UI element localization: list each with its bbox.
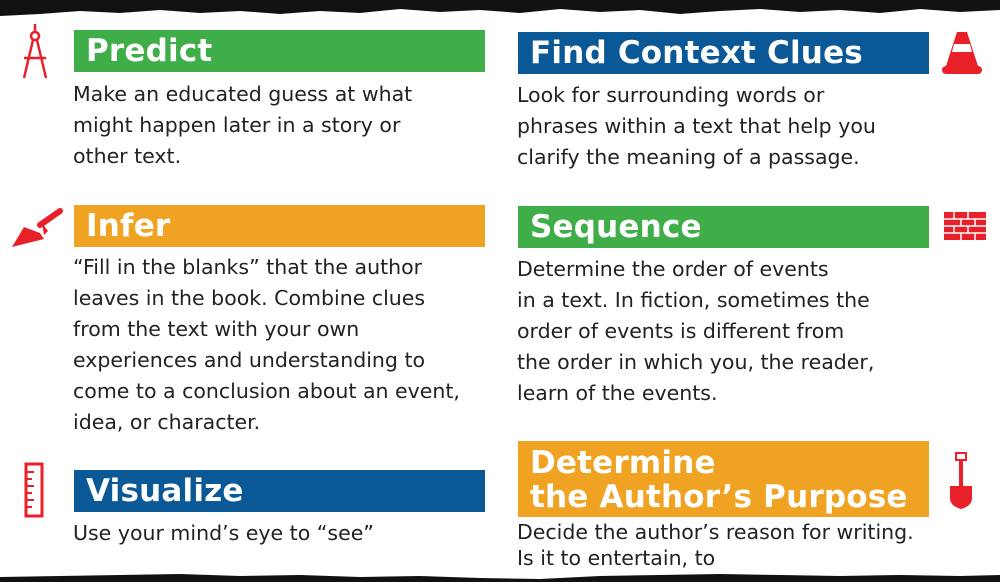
author-purpose-header: Determine the Author’s Purpose	[518, 441, 929, 517]
trowel-icon	[12, 208, 63, 247]
sequence-description: Determine the order of events in a text.…	[517, 254, 937, 409]
text-line: “Fill in the blanks” that the author	[73, 255, 423, 279]
text-line: Determine the order of events	[517, 257, 829, 281]
text-line: the order in which you, the reader,	[517, 350, 875, 374]
text-line: other text.	[73, 144, 182, 168]
header-line: Determine	[530, 445, 716, 481]
sequence-header: Sequence	[518, 206, 929, 248]
text-line: clarify the meaning of a passage.	[517, 145, 860, 169]
text-line: Look for surrounding words or	[517, 83, 825, 107]
context-clues-description: Look for surrounding words or phrases wi…	[517, 80, 937, 173]
visualize-description: Use your mind’s eye to “see”	[73, 518, 493, 549]
text-line: leaves in the book. Combine clues	[73, 286, 426, 310]
text-line: phrases within a text that help you	[517, 114, 876, 138]
text-line: come to a conclusion about an event,	[73, 379, 460, 403]
ruler-icon	[24, 462, 44, 518]
text-line: Is it to entertain, to	[517, 546, 716, 570]
traffic-cone-icon	[942, 32, 982, 74]
predict-description: Make an educated guess at what might hap…	[73, 79, 493, 172]
brick-wall-icon	[944, 212, 986, 240]
text-line: experiences and understanding to	[73, 348, 426, 372]
text-line: Use your mind’s eye to “see”	[73, 521, 374, 545]
text-line: learn of the events.	[517, 381, 718, 405]
text-line: order of events is different from	[517, 319, 845, 343]
text-line: Decide the author’s reason for writing.	[517, 520, 914, 544]
context-clues-header: Find Context Clues	[518, 32, 929, 74]
compass-icon	[22, 24, 48, 79]
text-line: idea, or character.	[73, 410, 261, 434]
text-line: might happen later in a story or	[73, 113, 401, 137]
shovel-icon	[950, 452, 972, 509]
text-line: from the text with your own	[73, 317, 360, 341]
infer-description: “Fill in the blanks” that the author lea…	[73, 252, 493, 438]
predict-header: Predict	[74, 30, 485, 72]
text-line: in a text. In fiction, sometimes the	[517, 288, 870, 312]
author-purpose-description: Decide the author’s reason for writing. …	[517, 519, 947, 571]
text-line: Make an educated guess at what	[73, 82, 413, 106]
visualize-header: Visualize	[74, 470, 485, 512]
infer-header: Infer	[74, 205, 485, 247]
torn-edge-top	[0, 0, 1000, 16]
header-line: the Author’s Purpose	[530, 479, 908, 515]
torn-edge-bottom	[0, 574, 1000, 582]
